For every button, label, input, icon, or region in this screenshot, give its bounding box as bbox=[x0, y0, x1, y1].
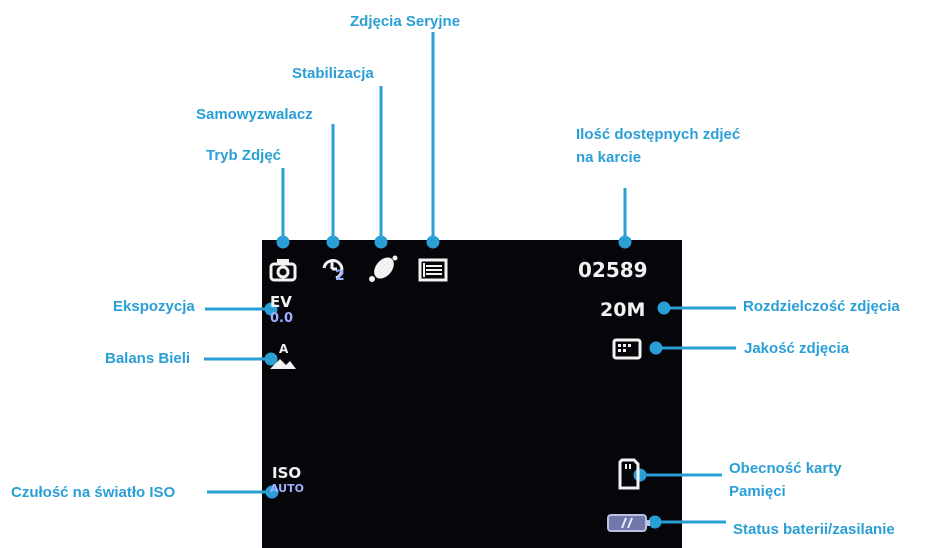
quality-icon bbox=[612, 338, 642, 360]
label-self-timer: Samowyzwalacz bbox=[196, 106, 313, 123]
camera-mode-icon bbox=[269, 259, 297, 282]
label-exposure: Ekspozycja bbox=[113, 298, 195, 315]
label-battery: Status baterii/zasilanie bbox=[733, 521, 895, 538]
dot-stabilization bbox=[374, 235, 388, 249]
label-burst: Zdjęcia Seryjne bbox=[350, 13, 461, 30]
label-photos-left-2: na karcie bbox=[576, 149, 642, 166]
label-quality: Jakość zdjęcia bbox=[744, 340, 850, 357]
label-resolution: Rozdzielczość zdjęcia bbox=[743, 298, 900, 315]
dot-burst bbox=[426, 235, 440, 249]
dot-quality bbox=[649, 341, 663, 355]
label-photo-mode: Tryb Zdjęć bbox=[206, 147, 282, 164]
label-card-2: Pamięci bbox=[729, 483, 786, 500]
white-balance-icon bbox=[270, 359, 296, 369]
self-timer-digit: 2 bbox=[335, 268, 345, 284]
dot-photos-left bbox=[618, 235, 632, 249]
stabilization-hand-icon bbox=[369, 255, 398, 282]
dot-iso bbox=[265, 485, 279, 499]
camera-lcd-screen bbox=[262, 240, 682, 548]
ev-value: 0.0 bbox=[270, 311, 294, 326]
self-timer-icon bbox=[322, 259, 344, 280]
resolution-value: 20M bbox=[600, 299, 646, 321]
burst-icon bbox=[418, 258, 448, 282]
label-iso: Czułość na światło ISO bbox=[11, 484, 176, 501]
ev-label: EV bbox=[270, 293, 292, 311]
label-stabilization: Stabilizacja bbox=[292, 65, 374, 82]
label-card-1: Obecność karty bbox=[729, 460, 842, 477]
dot-resolution bbox=[657, 301, 671, 315]
wb-letter: A bbox=[279, 342, 289, 356]
iso-value: AUTO bbox=[270, 482, 304, 495]
iso-label: ISO bbox=[272, 464, 302, 482]
sd-card-icon bbox=[618, 458, 640, 490]
shot-count: 02589 bbox=[578, 258, 648, 282]
dot-white-balance bbox=[264, 352, 278, 366]
label-white-balance: Balans Bieli bbox=[105, 350, 191, 367]
dot-self-timer bbox=[326, 235, 340, 249]
label-photos-left-1: Ilość dostępnych zdjeć bbox=[576, 126, 741, 143]
dot-photo-mode bbox=[276, 235, 290, 249]
battery-icon bbox=[607, 514, 650, 532]
dot-exposure bbox=[264, 302, 278, 316]
